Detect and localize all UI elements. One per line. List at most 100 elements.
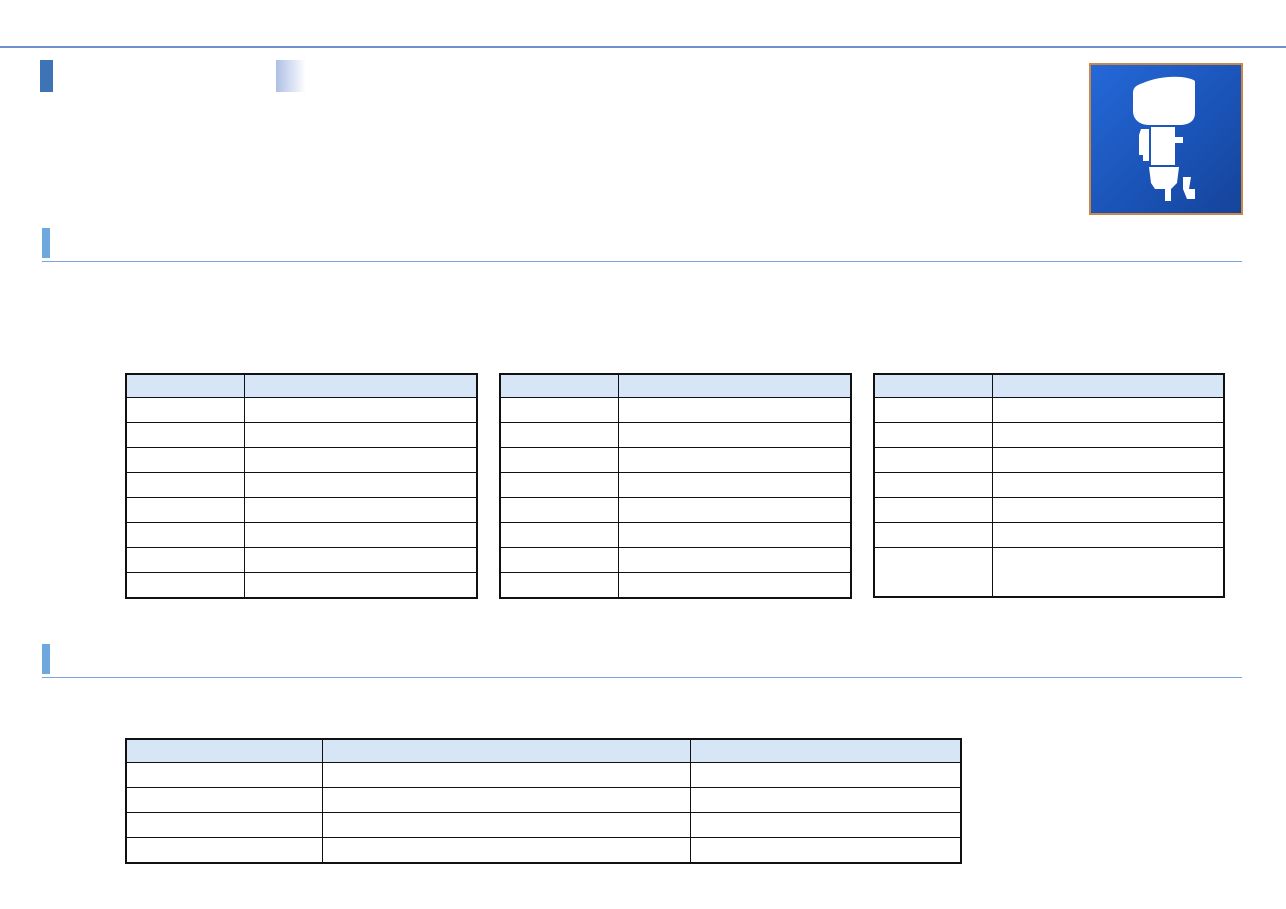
table-cell [617, 572, 852, 599]
table-cell [125, 472, 245, 498]
table-cell [243, 422, 478, 448]
table-cell [125, 397, 245, 423]
column-header [689, 738, 962, 763]
table-cell [991, 397, 1225, 423]
table-cell [499, 422, 619, 448]
table-cell [125, 762, 323, 788]
table-cell [125, 837, 323, 864]
table-cell [243, 522, 478, 548]
table-cell [873, 447, 993, 473]
table-row [873, 472, 1225, 498]
table-row [125, 812, 962, 838]
table-row [125, 397, 478, 423]
table-cell [321, 762, 691, 788]
table-row [499, 547, 852, 573]
table-row [125, 422, 478, 448]
table-cell [689, 837, 962, 864]
table-cell [243, 447, 478, 473]
table-cell [991, 472, 1225, 498]
column-header [617, 373, 852, 398]
column-header [321, 738, 691, 763]
column-header [125, 738, 323, 763]
table-row [499, 422, 852, 448]
top-divider [0, 46, 1286, 48]
table-row [125, 547, 478, 573]
table-cell [689, 787, 962, 813]
table-cell [617, 447, 852, 473]
table-cell [991, 447, 1225, 473]
table-cell [125, 522, 245, 548]
table-row [125, 497, 478, 523]
table-row [873, 522, 1225, 548]
table-cell [873, 497, 993, 523]
column-header [125, 373, 245, 398]
table-cell [499, 497, 619, 523]
spec-table-1 [125, 373, 478, 599]
table-cell [125, 422, 245, 448]
table-cell [873, 422, 993, 448]
table-cell [125, 497, 245, 523]
table-row [873, 497, 1225, 523]
table-cell [991, 522, 1225, 548]
table-row [125, 762, 962, 788]
section-rule [42, 677, 1242, 678]
table-cell [617, 397, 852, 423]
table-cell [321, 787, 691, 813]
table-cell [617, 497, 852, 523]
section-marker [42, 644, 50, 674]
table-header-row [125, 373, 478, 398]
table-row [873, 422, 1225, 448]
table-cell [873, 397, 993, 423]
table-cell [617, 422, 852, 448]
table-cell [499, 397, 619, 423]
table-cell [125, 572, 245, 599]
table-header-row [499, 373, 852, 398]
table-header-row [125, 738, 962, 763]
table-cell [243, 472, 478, 498]
table-row [125, 787, 962, 813]
column-header [243, 373, 478, 398]
table-cell [125, 547, 245, 573]
spec-table-3 [873, 373, 1225, 598]
table-cell [125, 812, 323, 838]
table-row [499, 397, 852, 423]
table-cell [499, 547, 619, 573]
product-logo-tile [1089, 63, 1243, 215]
table-cell [873, 547, 993, 598]
table-row [125, 837, 962, 864]
table-row [499, 472, 852, 498]
table-row [499, 497, 852, 523]
table-cell [321, 812, 691, 838]
table-cell [499, 472, 619, 498]
table-cell [617, 547, 852, 573]
section-header-options [42, 644, 1242, 678]
table-cell [125, 447, 245, 473]
spec-table-2 [499, 373, 852, 599]
table-cell [499, 572, 619, 599]
table-row [499, 572, 852, 599]
table-row [125, 472, 478, 498]
table-cell [991, 422, 1225, 448]
column-header [499, 373, 619, 398]
table-row [125, 572, 478, 599]
table-cell [499, 522, 619, 548]
table-cell [873, 522, 993, 548]
outboard-motor-icon [1133, 76, 1195, 201]
table-cell [873, 472, 993, 498]
table-row [873, 447, 1225, 473]
table-cell [243, 572, 478, 599]
table-cell [125, 787, 323, 813]
section-marker [42, 228, 50, 258]
title-marker [40, 60, 53, 92]
table-cell [243, 547, 478, 573]
table-cell [617, 522, 852, 548]
column-header [873, 373, 993, 398]
column-header [991, 373, 1225, 398]
title-gradient-band [276, 60, 306, 92]
table-row [499, 522, 852, 548]
table-cell [991, 547, 1225, 598]
table-cell [991, 497, 1225, 523]
table-cell [689, 812, 962, 838]
table-cell [617, 472, 852, 498]
table-cell [243, 397, 478, 423]
